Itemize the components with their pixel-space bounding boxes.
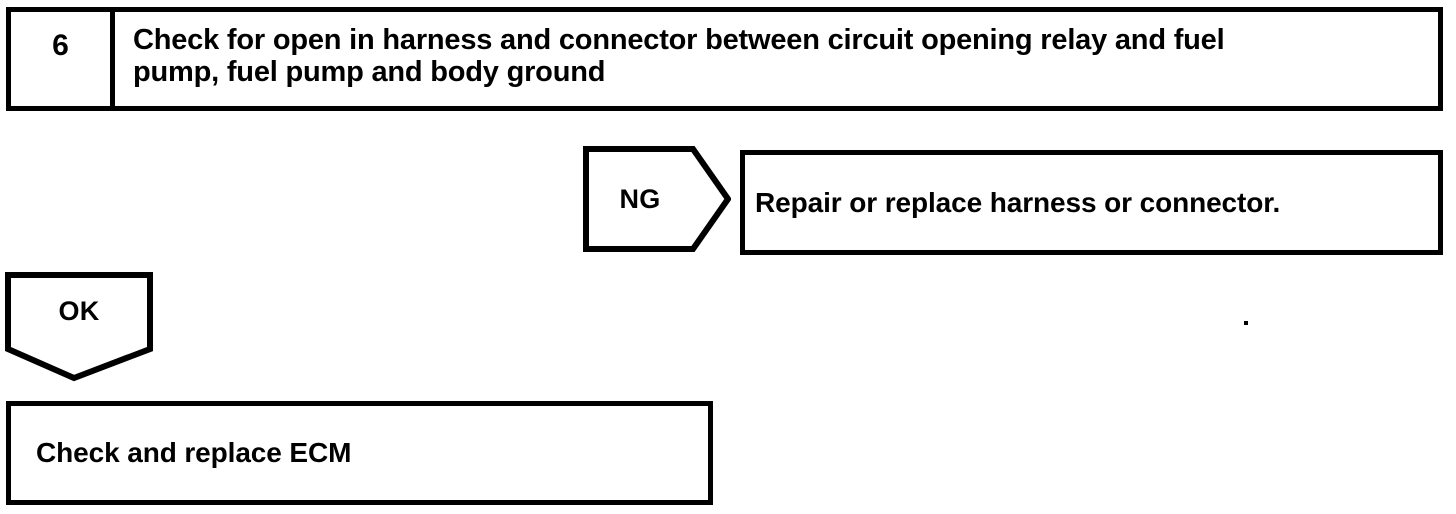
ng-branch-arrow: [583, 146, 731, 252]
ok-result-box: Check and replace ECM: [6, 401, 713, 505]
scan-artifact-speck: [1244, 321, 1248, 325]
ng-result-box: Repair or replace harness or connector.: [740, 150, 1443, 255]
ng-result-text: Repair or replace harness or connector.: [755, 186, 1281, 218]
step-number-cell: 6: [11, 12, 115, 106]
step-instruction-text: Check for open in harness and connector …: [133, 24, 1225, 88]
ok-result-text: Check and replace ECM: [36, 437, 352, 468]
ng-branch-label: NG: [619, 183, 661, 214]
step-header-box: 6 Check for open in harness and connecto…: [6, 7, 1443, 111]
step-number: 6: [52, 29, 69, 62]
ok-branch-label: OK: [58, 295, 100, 326]
ok-branch-arrow: [5, 272, 153, 382]
